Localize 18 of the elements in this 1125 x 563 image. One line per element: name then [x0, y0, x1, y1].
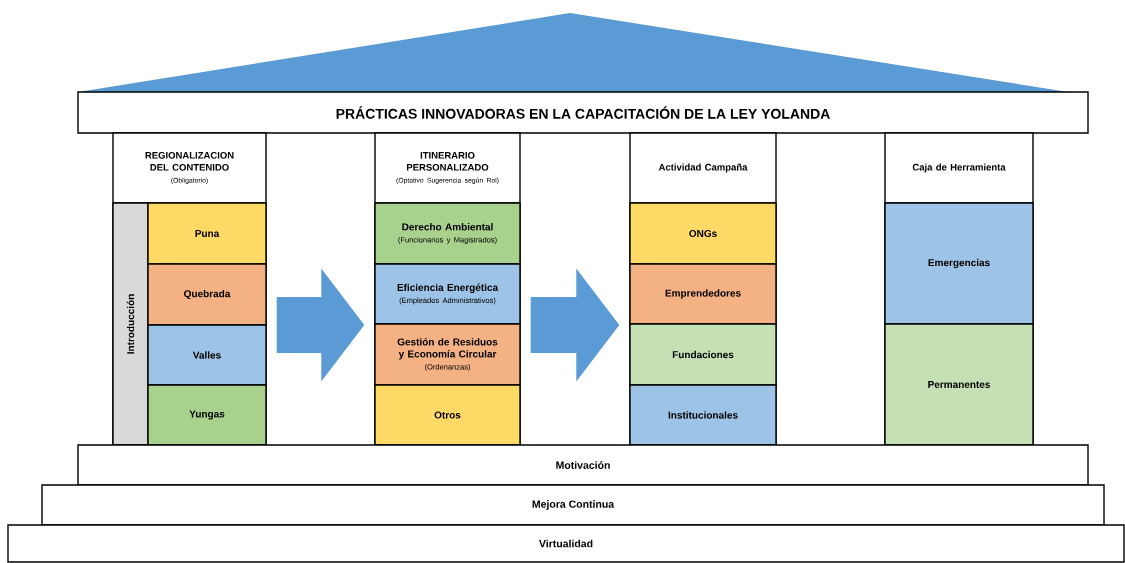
- side-bar: Introducción: [112, 202, 149, 446]
- title-bar: PRÁCTICAS INNOVADORAS EN LA CAPACITACIÓN DE LA LEY YOLANDA: [77, 91, 1089, 134]
- category-box: Yungas: [147, 384, 267, 446]
- step-bar: Virtualidad: [7, 524, 1125, 563]
- category-box: Emergencias: [884, 202, 1034, 325]
- category-box: Valles: [147, 324, 267, 386]
- category-box: Institucionales: [629, 384, 777, 446]
- category-box: Otros: [374, 384, 521, 446]
- category-box: Fundaciones: [629, 323, 777, 386]
- block-arrow: [530, 268, 620, 382]
- category-box: Quebrada: [147, 263, 267, 326]
- category-box: Permanentes: [884, 323, 1034, 446]
- step-bar: Mejora Continua: [41, 484, 1105, 526]
- block-arrow: [276, 268, 365, 382]
- category-box: Emprendedores: [629, 263, 777, 325]
- category-box: ONGs: [629, 202, 777, 265]
- step-bar: Motivación: [77, 444, 1089, 486]
- category-box: Puna: [147, 202, 267, 265]
